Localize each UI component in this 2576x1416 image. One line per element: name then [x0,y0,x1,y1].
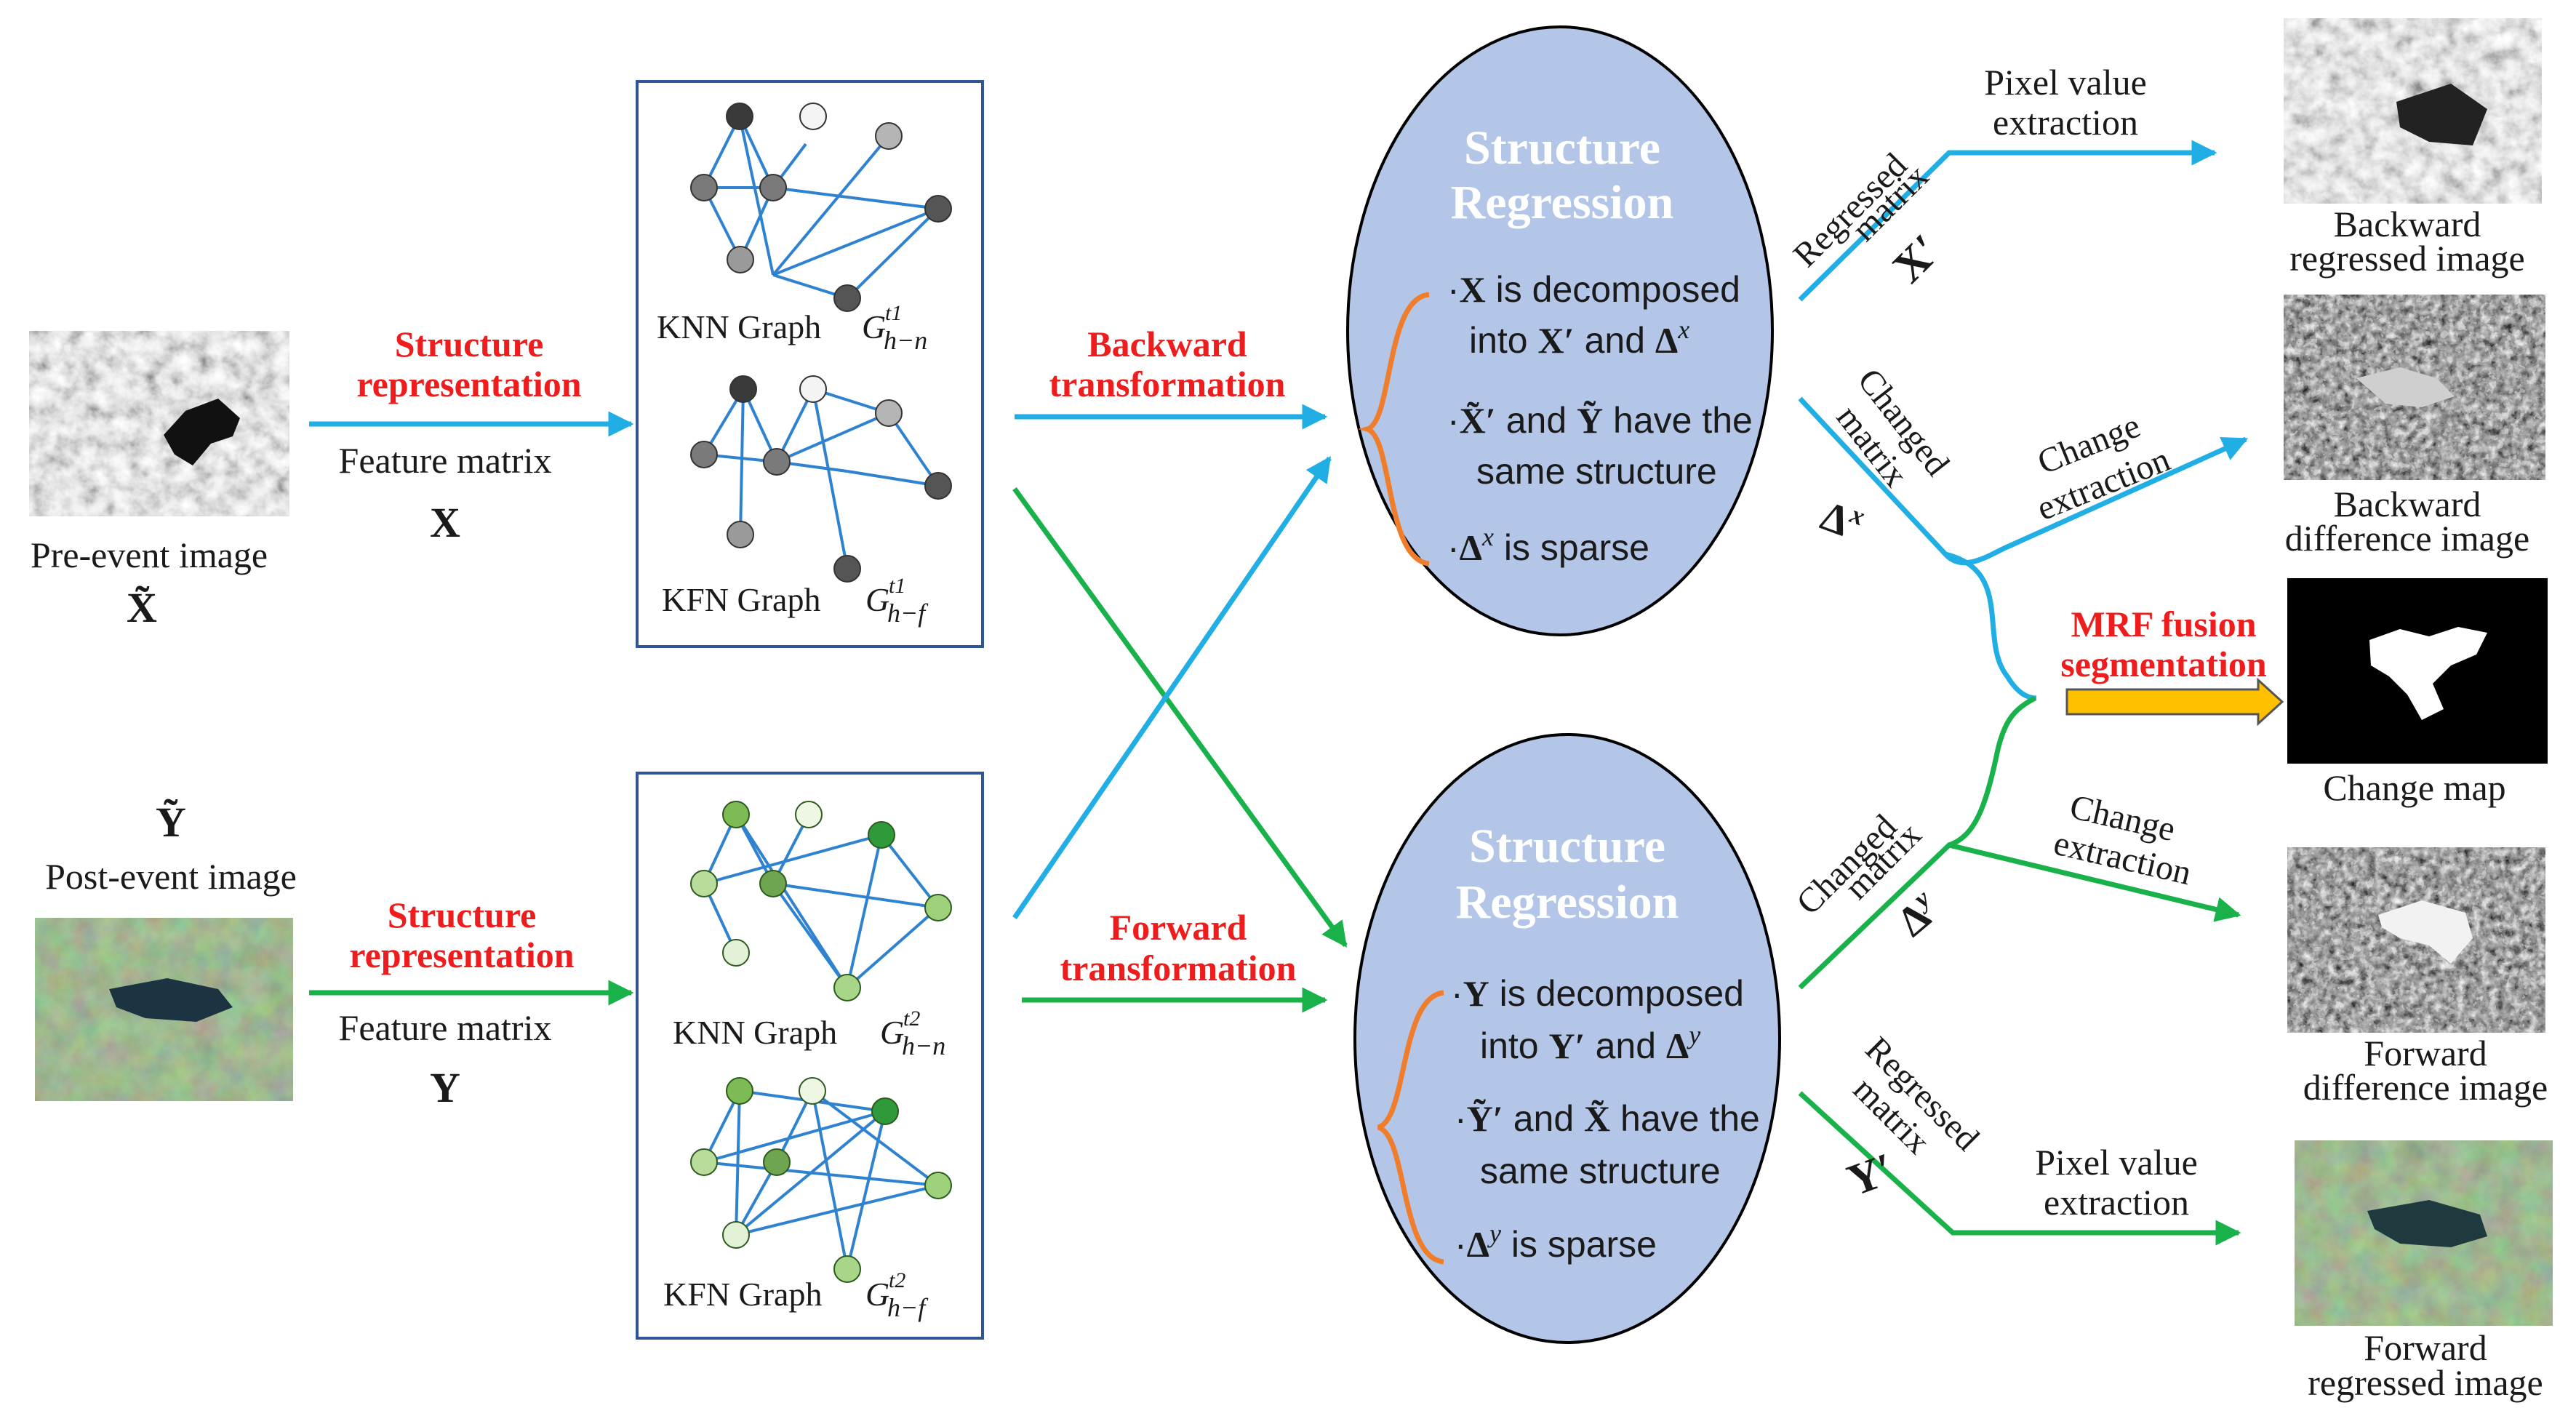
backward-difference-line2: difference image [2285,518,2529,559]
regression-bottom-bullet1b: into Y′ and Δy [1480,1020,1700,1066]
knn-graph-t2-sub: h−n [902,1031,945,1060]
regression-bottom-bullet3: ·Δy is sparse [1455,1219,1657,1265]
forward-regressed-image [2295,1140,2553,1326]
bottom-regressed-path [1798,1091,2241,1246]
bottom-structure-rep-line1: Structure [388,895,537,935]
forward-difference-image [2287,847,2545,1033]
knn-graph-t2-label: KNN Graph [673,1014,837,1051]
structure-regression-top [1346,25,1774,636]
kfn-graph-t1-nodes [690,375,952,583]
forward-regressed-line2: regressed image [2308,1362,2543,1403]
pre-event-symbol: X̃ [127,584,157,631]
knn-graph-t1-sup: t1 [885,301,902,325]
top-changed-symbol: Δx [1815,490,1869,550]
top-structure-rep-line1: Structure [395,324,544,364]
kfn-graph-t1-label: KFN Graph [662,581,820,618]
backward-transformation-line1: Backward [1087,324,1247,364]
regression-bottom-brace [1377,990,1444,1265]
regression-top-bullet1b: into X′ and Δx [1469,315,1689,361]
post-event-image [35,918,293,1101]
regression-top-bullet3: ·Δx is sparse [1447,522,1649,568]
bottom-pixel-extraction-line1: Pixel value [2035,1142,2198,1183]
regression-top-bullet2b: same structure [1476,451,1717,492]
top-graph-box [636,80,984,648]
knn-graph-t2-sup: t2 [903,1007,920,1031]
top-regressed-symbol: X′ [1884,225,1951,292]
kfn-graph-t1-sub: h−f [887,599,929,628]
bottom-graph-box [636,772,984,1340]
top-pixel-extraction-line2: extraction [1993,102,2138,143]
post-event-label: Post-event image [45,856,297,897]
cross-arrow-to-bottom [1012,487,1348,948]
forward-difference-line2: difference image [2303,1067,2548,1108]
mrf-fusion-arrow [2065,677,2284,727]
kfn-graph-t2-sup: t2 [889,1268,905,1292]
kfn-graph-t1-symbol: G [865,581,889,618]
regression-bottom-bullet2b: same structure [1480,1151,1721,1191]
pre-event-image [29,331,289,516]
pre-event-label: Pre-event image [31,535,268,575]
backward-regressed-line1: Backward [2334,204,2481,244]
top-regressed-path [1798,140,2217,302]
knn-graph-t2-nodes [690,801,952,1001]
regression-top-bullet1: ·X is decomposed [1447,269,1740,310]
backward-regressed-line2: regressed image [2289,238,2524,279]
kfn-graph-t2-symbol: G [865,1276,889,1313]
knn-graph-t2-symbol: G [880,1014,904,1051]
top-feature-matrix-symbol: X [430,499,460,546]
change-map-image [2287,578,2548,764]
top-feature-matrix-label: Feature matrix [339,440,552,481]
kfn-graph-t2-label: KFN Graph [663,1276,822,1313]
forward-difference-line1: Forward [2364,1033,2487,1073]
forward-transformation-line2: transformation [1060,948,1297,988]
backward-transformation-line2: transformation [1049,364,1286,404]
forward-transformation-line1: Forward [1110,907,1247,948]
post-event-symbol: Ỹ [156,799,186,846]
backward-difference-image [2284,295,2545,480]
regression-bottom-bullet2: ·Ỹ′ and X̃ have the [1455,1098,1760,1139]
forward-regressed-line1: Forward [2364,1327,2487,1368]
bottom-feature-matrix-label: Feature matrix [339,1007,552,1048]
regression-top-brace [1358,292,1430,567]
top-pixel-extraction-line1: Pixel value [1984,62,2147,103]
kfn-graph-t2-sub: h−f [887,1293,929,1322]
mrf-fusion-line1: MRF fusion [2071,604,2256,644]
top-structure-rep-line2: representation [356,364,581,404]
knn-graph-t1-nodes [690,103,952,312]
bottom-changed-path [1798,842,2241,990]
regression-top-title2: Regression [1451,176,1674,229]
bottom-regressed-symbol: Y′ [1841,1144,1901,1206]
regression-top-title1: Structure [1464,121,1660,175]
knn-graph-t1-sub: h−n [884,326,927,355]
knn-graph-t1-symbol: G [862,308,886,345]
mrf-fusion-line2: segmentation [2060,644,2266,684]
bottom-feature-matrix-symbol: Y [430,1064,460,1111]
change-map-label: Change map [2323,767,2505,808]
regression-bottom-title1: Structure [1469,820,1665,873]
bottom-fusion-connector [1948,695,2036,848]
kfn-graph-t2-nodes [690,1077,952,1283]
regression-bottom-title2: Regression [1456,876,1679,929]
bottom-structure-rep-line2: representation [349,935,574,975]
structure-regression-bottom [1353,733,1781,1344]
knn-graph-t1-label: KNN Graph [657,308,821,345]
top-fusion-connector [1945,551,2037,701]
kfn-graph-t1-sup: t1 [889,574,905,598]
backward-regressed-image [2284,18,2542,204]
regression-bottom-bullet1: ·Y is decomposed [1451,973,1744,1014]
bottom-pixel-extraction-line2: extraction [2044,1182,2189,1223]
cross-arrow-to-top [1012,456,1332,919]
backward-difference-line1: Backward [2334,484,2481,524]
regression-top-bullet2: ·X̃′ and Ỹ have the [1447,400,1753,441]
